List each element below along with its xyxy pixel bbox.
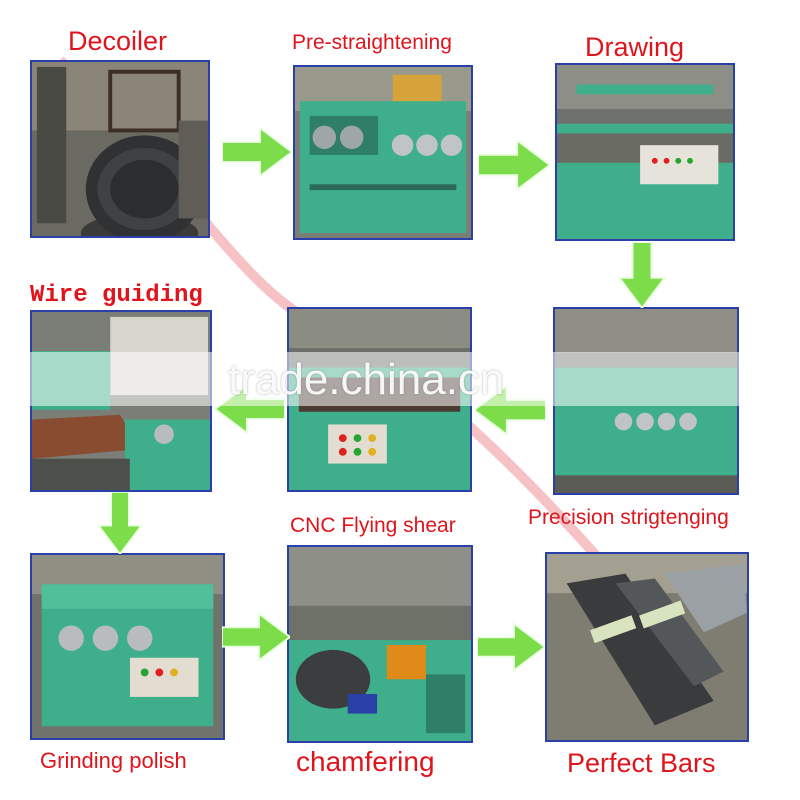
arrow-down-2 — [95, 492, 145, 554]
label-drawing: Drawing — [585, 32, 685, 62]
watermark-band — [0, 352, 800, 406]
arrow-right-2 — [478, 140, 550, 190]
arrow-right-4 — [477, 622, 545, 672]
photo-grinding — [30, 553, 225, 740]
label-chamfering: chamfering — [296, 746, 435, 777]
watermark: trade.china.cn — [228, 355, 505, 404]
photo-chamfering — [287, 545, 473, 743]
arrow-right-1 — [222, 128, 292, 176]
photo-pre-straightening — [293, 65, 473, 240]
label-decoiler: Decoiler — [68, 26, 168, 56]
label-perfect-bars: Perfect Bars — [567, 748, 716, 778]
photo-drawing — [555, 63, 735, 241]
label-pre-straightening: Pre-straightening — [292, 31, 452, 54]
arrow-right-3 — [222, 612, 290, 662]
photo-perfect-bars — [545, 552, 749, 742]
label-cnc: CNC Flying shear — [290, 514, 456, 537]
label-grinding: Grinding polish — [40, 748, 187, 773]
arrow-down-1 — [616, 242, 668, 308]
label-precision: Precision strigtenging — [528, 506, 729, 529]
label-wire-guiding: Wire guiding — [30, 282, 203, 309]
photo-decoiler — [30, 60, 210, 238]
